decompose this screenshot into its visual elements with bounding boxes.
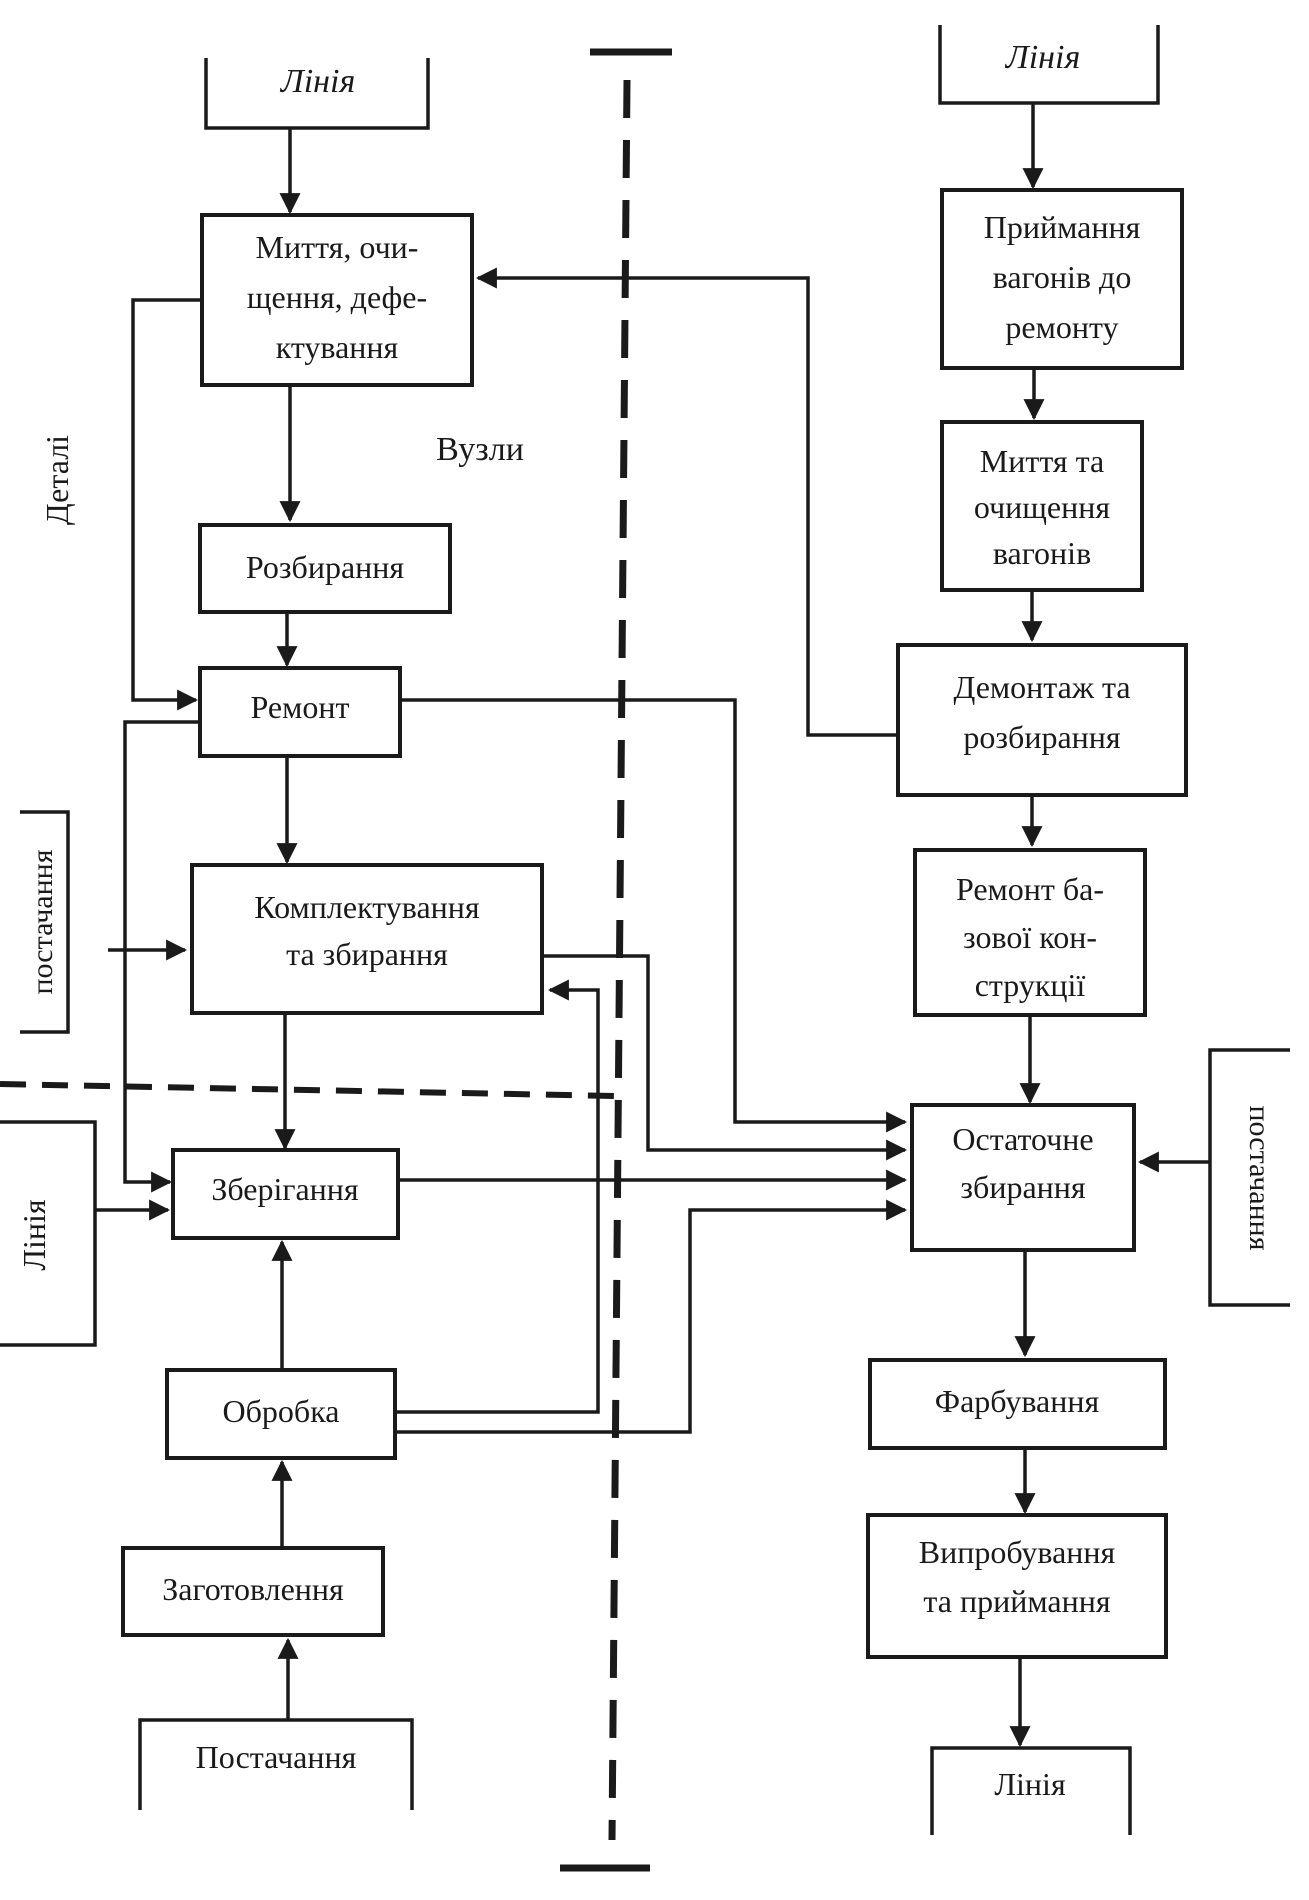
terminal-left-bottom-label: Постачання bbox=[196, 1739, 357, 1775]
box-testing: Випробування та приймання bbox=[866, 1513, 1168, 1659]
box-final-assembly: Остаточне збирання bbox=[910, 1103, 1136, 1252]
terminal-left-supply: постачання bbox=[20, 810, 70, 1034]
box-wash-defect: Миття, очи- щення, дефе- ктування bbox=[200, 213, 474, 387]
terminal-left-bottom: Постачання bbox=[138, 1718, 414, 1810]
kit-assembly-line-1: Комплектування bbox=[254, 889, 480, 925]
kit-assembly-line-2: та збирання bbox=[286, 936, 448, 972]
box-painting: Фарбування bbox=[868, 1358, 1167, 1450]
testing-line-2: та приймання bbox=[923, 1583, 1110, 1619]
box-base-repair: Ремонт ба- зової кон- струкції bbox=[913, 848, 1147, 1017]
reception-line-2: вагонів до bbox=[993, 259, 1132, 295]
terminal-left-side: Лінія bbox=[0, 1120, 97, 1347]
testing-line-1: Випробування bbox=[919, 1534, 1116, 1570]
final-assembly-line-2: збирання bbox=[960, 1169, 1086, 1205]
base-repair-line-2: зової кон- bbox=[963, 919, 1097, 955]
label-units: Вузли bbox=[436, 431, 524, 468]
terminal-right-bottom-label: Лінія bbox=[994, 1766, 1066, 1802]
box-disassembly: Розбирання bbox=[198, 523, 452, 614]
dismantling-line-2: розбирання bbox=[963, 719, 1121, 755]
painting-label: Фарбування bbox=[935, 1383, 1100, 1419]
box-processing: Обробка bbox=[165, 1368, 397, 1460]
wash-line-3: ктування bbox=[276, 329, 399, 365]
storage-label: Зберігання bbox=[211, 1171, 359, 1207]
box-blank-making: Заготовлення bbox=[121, 1546, 385, 1637]
base-repair-line-1: Ремонт ба- bbox=[956, 871, 1104, 907]
terminal-right-supply-label: постачання bbox=[1243, 1105, 1276, 1250]
wash-line-1: Миття, очи- bbox=[256, 229, 419, 265]
reception-line-3: ремонту bbox=[1005, 309, 1118, 345]
dismantling-line-1: Демонтаж та bbox=[953, 669, 1130, 705]
disassembly-label: Розбирання bbox=[246, 549, 405, 585]
box-storage: Зберігання bbox=[171, 1148, 400, 1240]
horizontal-divider bbox=[0, 1081, 616, 1099]
terminal-right-top-label: Лінія bbox=[1005, 39, 1081, 76]
label-parts: Деталі bbox=[39, 435, 75, 525]
box-dismantling: Демонтаж та розбирання bbox=[896, 643, 1188, 797]
wash-line-2: щення, дефе- bbox=[247, 279, 427, 315]
terminal-right-top: Лінія bbox=[938, 25, 1160, 105]
terminal-left-top: Лінія bbox=[204, 58, 430, 130]
box-car-wash: Миття та очищення вагонів bbox=[940, 420, 1144, 592]
box-reception: Приймання вагонів до ремонту bbox=[940, 188, 1184, 370]
blank-making-label: Заготовлення bbox=[162, 1571, 344, 1607]
central-divider bbox=[608, 79, 631, 1841]
box-repair: Ремонт bbox=[198, 666, 402, 758]
terminal-left-supply-label: постачання bbox=[26, 849, 59, 994]
final-assembly-line-1: Остаточне bbox=[952, 1121, 1093, 1157]
terminal-right-bottom: Лінія bbox=[930, 1746, 1132, 1835]
reception-line-1: Приймання bbox=[984, 209, 1141, 245]
terminal-left-side-label: Лінія bbox=[16, 1199, 52, 1271]
processing-label: Обробка bbox=[223, 1393, 340, 1429]
base-repair-line-3: струкції bbox=[975, 967, 1086, 1003]
terminal-left-top-label: Лінія bbox=[280, 63, 356, 100]
terminal-right-supply: постачання bbox=[1208, 1048, 1290, 1307]
repair-label: Ремонт bbox=[251, 689, 350, 725]
car-wash-line-1: Миття та bbox=[980, 443, 1104, 479]
box-kit-assembly: Комплектування та збирання bbox=[190, 863, 544, 1015]
car-wash-line-3: вагонів bbox=[993, 535, 1091, 571]
car-wash-line-2: очищення bbox=[974, 489, 1110, 525]
